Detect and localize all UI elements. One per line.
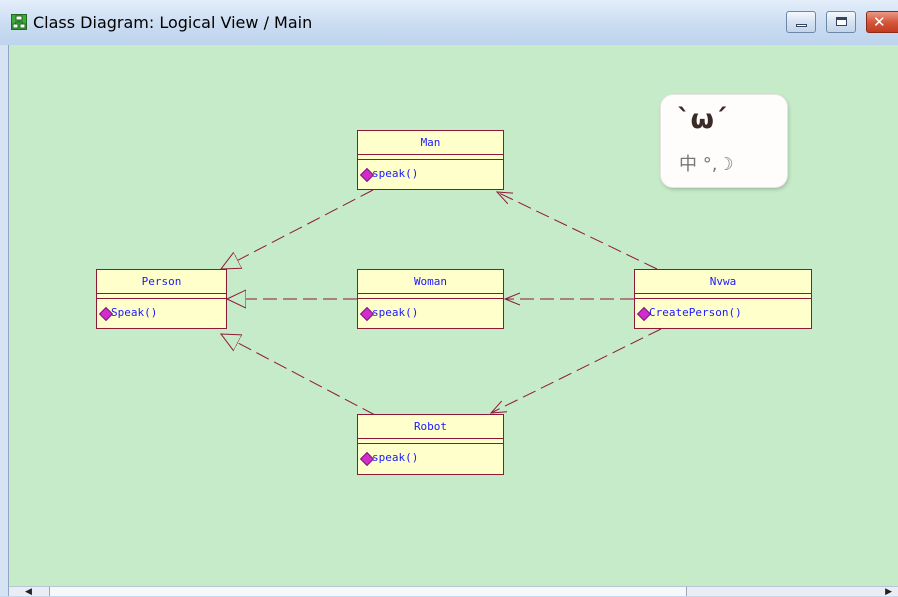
ime-emoticon-popup[interactable]: `ω´ 中 °,☽	[661, 95, 787, 187]
window-title: Class Diagram: Logical View / Main	[33, 13, 313, 32]
relation-man-person	[221, 189, 374, 269]
operation-compartment: speak()	[358, 160, 503, 189]
class-name: Nvwa	[635, 270, 811, 294]
attribute-compartment	[358, 294, 503, 299]
operation-compartment: speak()	[358, 299, 503, 328]
scroll-left-icon[interactable]: ◀	[25, 587, 32, 597]
maximize-icon	[836, 17, 847, 26]
attribute-compartment	[97, 294, 226, 299]
class-name: Woman	[358, 270, 503, 294]
emoticon-face: `ω´	[677, 104, 728, 135]
relation-nvwa-man	[497, 192, 658, 270]
operation-label: CreatePerson()	[649, 306, 742, 319]
scroll-thumb[interactable]	[49, 587, 687, 596]
class-name: Robot	[358, 415, 503, 439]
operation-label: speak()	[372, 306, 419, 319]
minimize-icon	[796, 24, 807, 27]
close-button[interactable]: ✕	[866, 11, 898, 33]
operation-label: Speak()	[111, 306, 158, 319]
maximize-button[interactable]	[826, 11, 856, 33]
close-icon: ✕	[873, 13, 886, 31]
class-name: Person	[97, 270, 226, 294]
attribute-compartment	[635, 294, 811, 299]
class-man[interactable]: Man speak()	[357, 130, 504, 190]
diagram-canvas[interactable]: Person Speak() Man speak() Woman speak()…	[9, 45, 898, 586]
operation-compartment: Speak()	[97, 299, 226, 328]
ime-status-text[interactable]: 中 °,☽	[679, 154, 734, 175]
class-robot[interactable]: Robot speak()	[357, 414, 504, 475]
attribute-compartment	[358, 439, 503, 444]
class-woman[interactable]: Woman speak()	[357, 269, 504, 329]
operation-label: speak()	[372, 167, 419, 180]
operation-compartment: CreatePerson()	[635, 299, 811, 328]
class-diagram-icon	[11, 14, 27, 30]
title-bar[interactable]: Class Diagram: Logical View / Main ✕	[0, 0, 898, 46]
operation-label: speak()	[372, 451, 419, 464]
operation-compartment: speak()	[358, 444, 503, 473]
attribute-compartment	[358, 155, 503, 160]
minimize-button[interactable]	[786, 11, 816, 33]
relation-lines	[9, 189, 662, 416]
scroll-right-icon[interactable]: ▶	[885, 587, 892, 597]
relation-robot-person	[221, 334, 376, 416]
class-person[interactable]: Person Speak()	[96, 269, 227, 329]
horizontal-scrollbar[interactable]: ◀ ▶	[9, 586, 898, 597]
class-nvwa[interactable]: Nvwa CreatePerson()	[634, 269, 812, 329]
relation-nvwa-robot	[491, 328, 662, 413]
class-name: Man	[358, 131, 503, 155]
window-frame-left	[0, 45, 9, 596]
